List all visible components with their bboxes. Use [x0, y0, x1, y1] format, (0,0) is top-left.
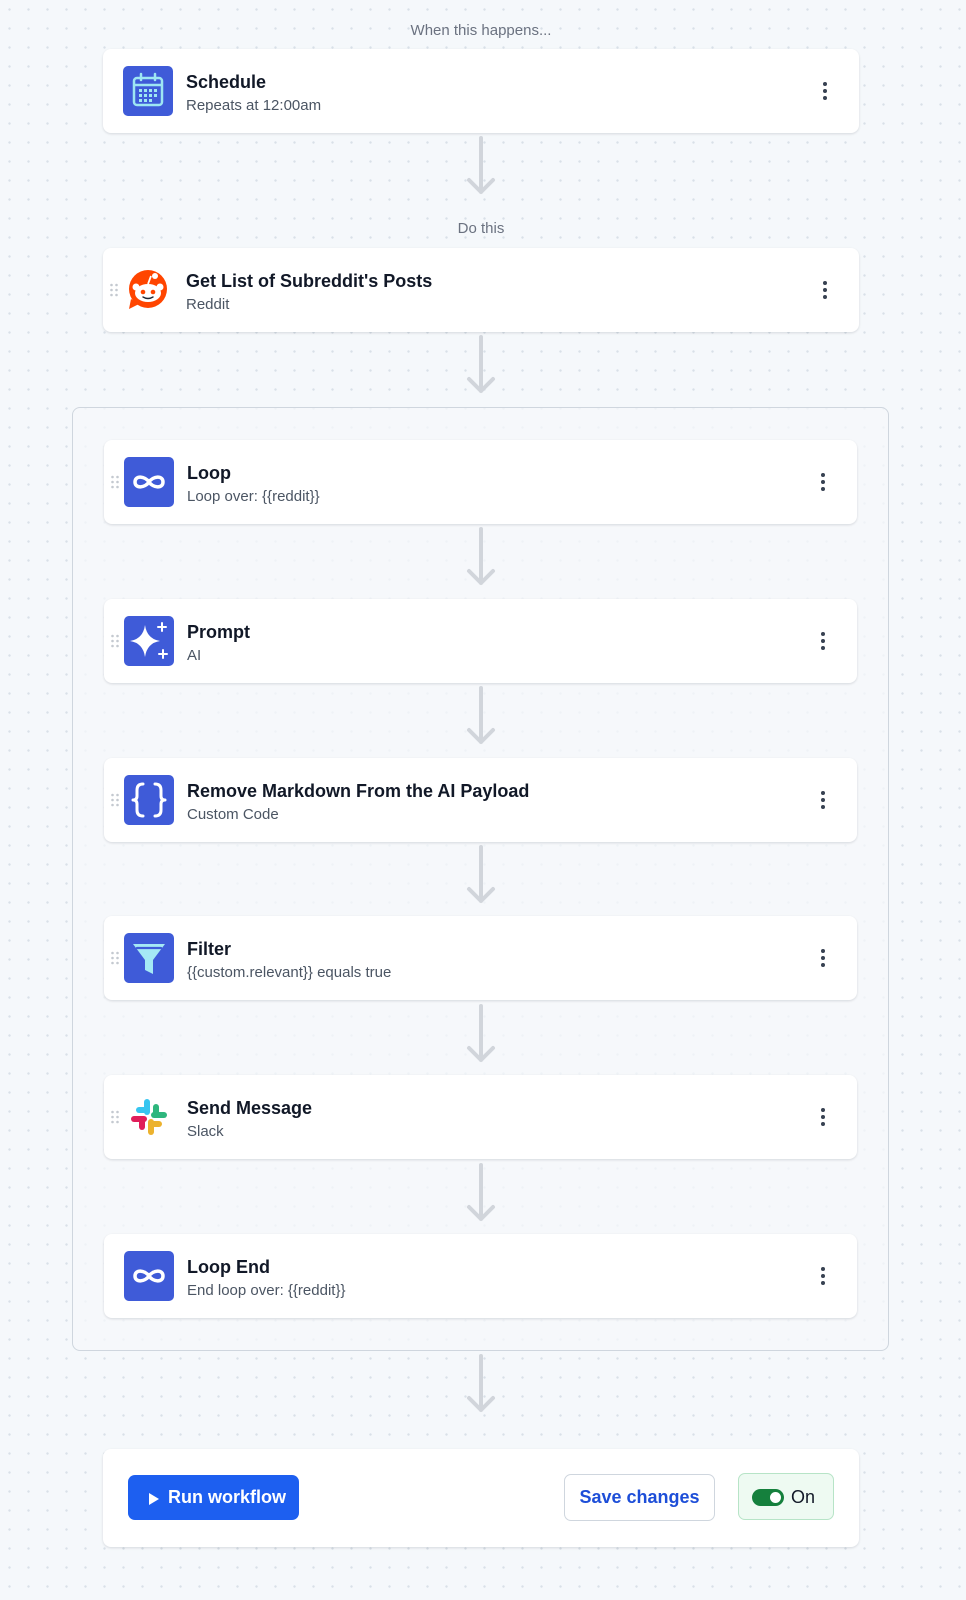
- more-options-icon[interactable]: [811, 1264, 835, 1288]
- step-subtitle: Reddit: [186, 296, 230, 313]
- drag-handle-icon[interactable]: [110, 950, 120, 966]
- calendar-icon: [123, 66, 173, 116]
- arrow-down-icon: [461, 845, 501, 905]
- workflow-toggle[interactable]: On: [738, 1473, 834, 1520]
- more-options-icon[interactable]: [811, 629, 835, 653]
- drag-handle-icon[interactable]: [110, 792, 120, 808]
- step-subtitle: Custom Code: [187, 806, 279, 823]
- arrow-down-icon: [461, 1163, 501, 1223]
- toggle-switch[interactable]: [752, 1489, 784, 1506]
- drag-handle-icon[interactable]: [110, 474, 120, 490]
- step-title: Loop End: [187, 1257, 270, 1277]
- arrow-down-icon: [461, 527, 501, 587]
- arrow-down-icon: [461, 136, 501, 196]
- step-card-prompt[interactable]: Prompt AI: [104, 599, 857, 683]
- drag-handle-icon[interactable]: [109, 282, 119, 298]
- arrow-down-icon: [461, 1004, 501, 1064]
- step-title: Get List of Subreddit's Posts: [186, 271, 433, 291]
- step-title: Send Message: [187, 1098, 313, 1118]
- more-options-icon[interactable]: [811, 946, 835, 970]
- loop-icon: [124, 457, 174, 507]
- step-title: Schedule: [186, 72, 267, 92]
- slack-icon: [124, 1092, 174, 1142]
- toggle-knob: [770, 1492, 781, 1503]
- trigger-card-schedule[interactable]: Schedule Repeats at 12:00am: [103, 49, 859, 133]
- step-subtitle: End loop over: {{reddit}}: [187, 1282, 346, 1299]
- sparkle-icon: [124, 616, 174, 666]
- arrow-down-icon: [461, 686, 501, 746]
- save-changes-button[interactable]: Save changes: [564, 1474, 715, 1521]
- drag-handle-icon[interactable]: [110, 633, 120, 649]
- step-card-loop-end[interactable]: Loop End End loop over: {{reddit}}: [104, 1234, 857, 1318]
- step-card-reddit[interactable]: Get List of Subreddit's Posts Reddit: [103, 248, 859, 332]
- workflow-footer: Run workflow Save changes On: [103, 1449, 859, 1547]
- step-title: Prompt: [187, 622, 250, 642]
- action-section-label: Do this: [457, 220, 505, 237]
- step-subtitle: Slack: [187, 1123, 224, 1140]
- run-workflow-button[interactable]: Run workflow: [128, 1475, 299, 1520]
- step-subtitle: {{custom.relevant}} equals true: [187, 964, 392, 981]
- toggle-label: On: [791, 1487, 816, 1507]
- more-options-icon[interactable]: [811, 788, 835, 812]
- code-braces-icon: [124, 775, 174, 825]
- step-title: Remove Markdown From the AI Payload: [187, 781, 530, 801]
- step-card-filter[interactable]: Filter {{custom.relevant}} equals true: [104, 916, 857, 1000]
- arrow-down-icon: [461, 335, 501, 395]
- step-subtitle: AI: [187, 647, 202, 664]
- more-options-icon[interactable]: [813, 79, 837, 103]
- reddit-icon: [123, 265, 173, 315]
- filter-funnel-icon: [124, 933, 174, 983]
- step-subtitle: Loop over: {{reddit}}: [187, 488, 320, 505]
- more-options-icon[interactable]: [811, 470, 835, 494]
- run-workflow-label: Run workflow: [168, 1487, 286, 1507]
- step-title: Loop: [187, 463, 231, 483]
- drag-handle-icon[interactable]: [110, 1109, 120, 1125]
- step-card-custom-code[interactable]: Remove Markdown From the AI Payload Cust…: [104, 758, 857, 842]
- step-card-loop[interactable]: Loop Loop over: {{reddit}}: [104, 440, 857, 524]
- loop-icon: [124, 1251, 174, 1301]
- more-options-icon[interactable]: [813, 278, 837, 302]
- step-title: Filter: [187, 939, 232, 959]
- step-subtitle: Repeats at 12:00am: [186, 97, 322, 114]
- trigger-section-label: When this happens...: [410, 22, 552, 39]
- step-card-slack[interactable]: Send Message Slack: [104, 1075, 857, 1159]
- more-options-icon[interactable]: [811, 1105, 835, 1129]
- play-icon: [148, 1490, 160, 1511]
- arrow-down-icon: [461, 1354, 501, 1414]
